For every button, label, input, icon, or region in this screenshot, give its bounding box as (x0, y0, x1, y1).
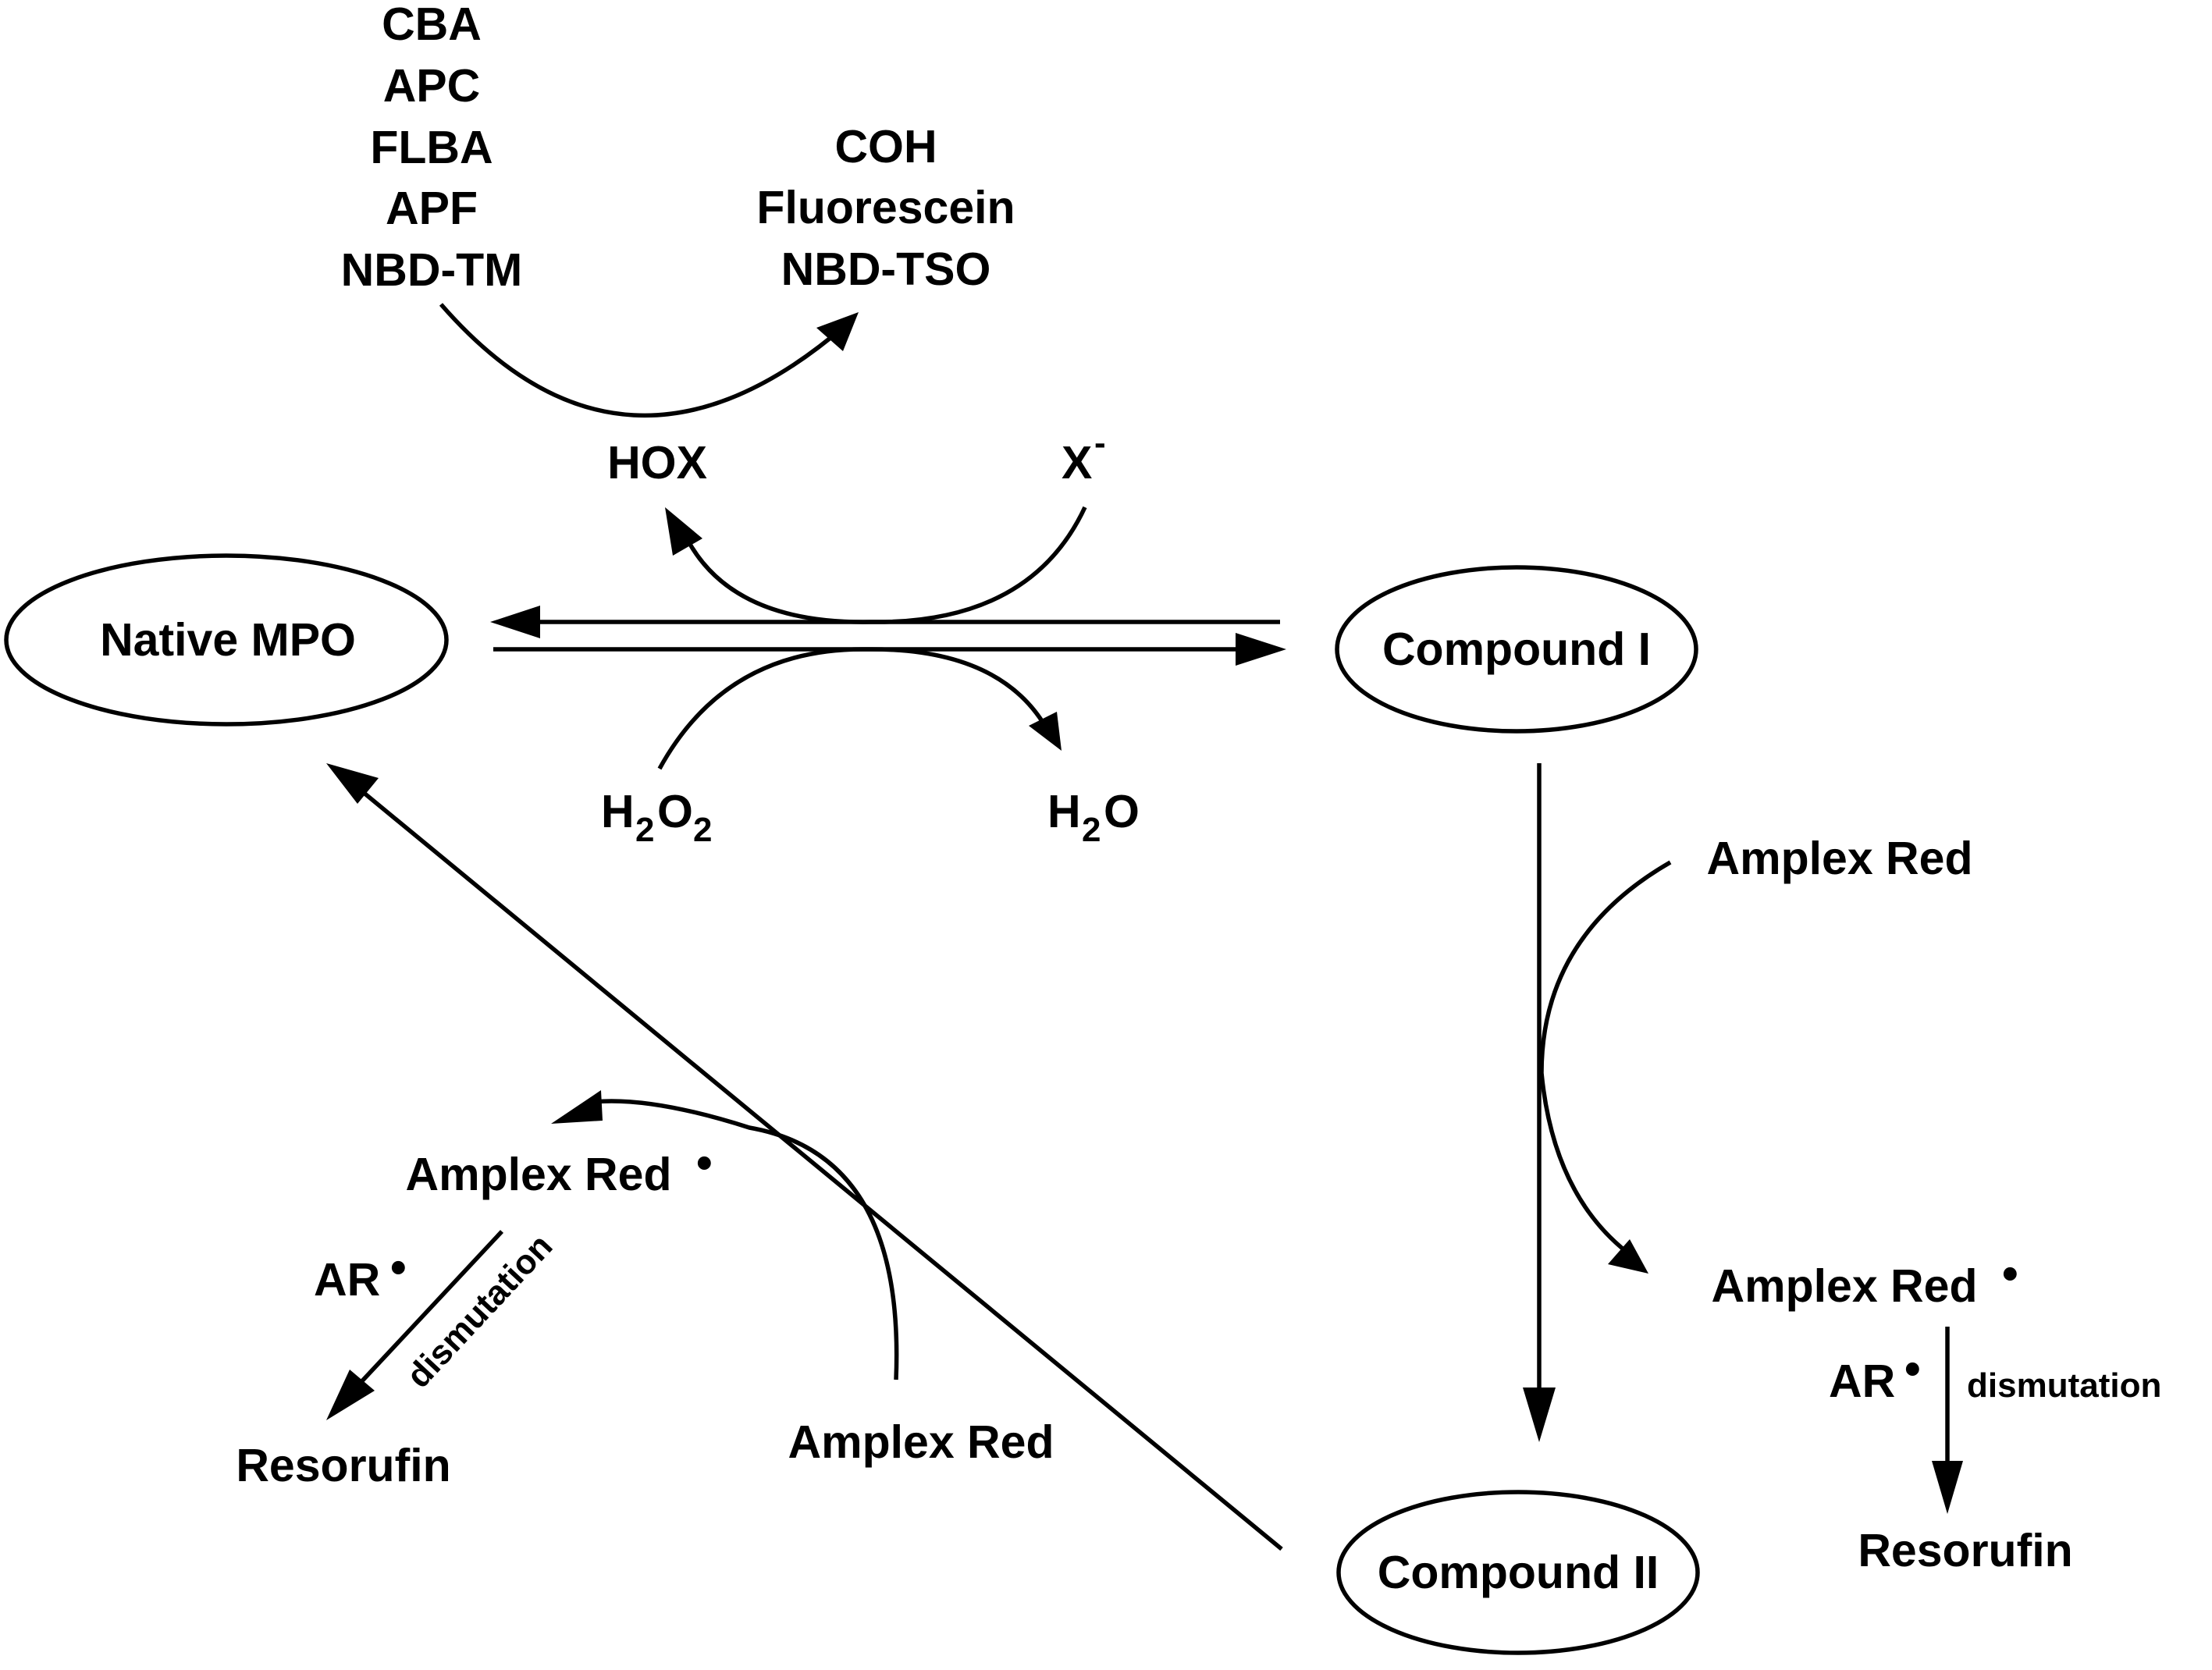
halide-label: X - (1062, 424, 1106, 489)
substrate-nbd-tm: NBD-TM (341, 244, 523, 296)
h2o-label: H 2 O (1047, 786, 1140, 849)
ar-radical-left: AR • (314, 1242, 407, 1306)
substrate-apc: APC (383, 60, 481, 112)
probe-oxidation-arrowhead (816, 312, 859, 351)
h2o2-o: O (657, 786, 693, 837)
probe-oxidation-arrow (439, 303, 846, 418)
dismutation-right-label: dismutation (1967, 1366, 2161, 1405)
h2o2-label: H 2 O 2 (601, 786, 712, 849)
ar-radical-right-dot: • (1904, 1343, 1921, 1395)
amplex-radical-left: Amplex Red • (406, 1137, 713, 1200)
substrate-apf: APF (386, 183, 478, 234)
resorufin-right-label: Resorufin (1858, 1525, 2072, 1576)
product-fluorescein: Fluorescein (756, 182, 1015, 233)
amplex-radical-right: Amplex Red • (1712, 1248, 2018, 1312)
halide-symbol: X (1062, 437, 1092, 489)
amplex-radical-right-dot: • (2002, 1248, 2018, 1299)
amplex-red-left-label: Amplex Red (788, 1416, 1054, 1468)
compound1-label: Compound I (1382, 624, 1651, 675)
product-nbd-tso: NBD-TSO (781, 243, 991, 295)
hox-label: HOX (607, 437, 707, 489)
ar-radical-right: AR • (1829, 1343, 1921, 1407)
amplex-radical-left-label: Amplex Red (406, 1149, 672, 1200)
h2o2-h: H (601, 786, 635, 837)
native-mpo-label: Native MPO (100, 614, 356, 666)
amplex-red-right-curve (1539, 860, 1672, 1255)
dismutation-left-line (355, 1230, 504, 1388)
compound2-oval: Compound II (1336, 1490, 1700, 1655)
ar-radical-left-dot: • (390, 1242, 407, 1293)
substrate-list: CBA APC FLBA APF NBD-TM (341, 0, 523, 296)
resorufin-left-label: Resorufin (236, 1440, 450, 1491)
compound2-to-native-arrowhead (326, 763, 379, 804)
compound1-to-native-arrowhead (490, 606, 540, 638)
product-list: COH Fluorescein NBD-TSO (756, 121, 1015, 295)
substrate-cba: CBA (382, 0, 482, 50)
amplex-red-left-curve (592, 1099, 899, 1380)
amplex-red-right-label: Amplex Red (1707, 833, 1973, 884)
amplex-red-left-arrowhead (551, 1090, 603, 1124)
compound1-to-compound2-arrowhead (1523, 1388, 1556, 1442)
substrate-flba: FLBA (370, 122, 493, 173)
compound2-label: Compound II (1378, 1547, 1659, 1598)
h2o-o: O (1104, 786, 1140, 837)
h2o2-to-h2o-arrowhead (1029, 712, 1062, 751)
halide-to-hox-arrow (681, 506, 1087, 624)
product-coh: COH (834, 121, 937, 172)
h2o2-to-h2o-arrow (657, 647, 1048, 770)
compound2-to-native-line (361, 790, 1283, 1551)
halide-charge: - (1094, 424, 1106, 462)
native-to-compound1-arrowhead (1236, 633, 1286, 666)
h2o-sub: 2 (1082, 811, 1101, 849)
ar-radical-right-label: AR (1829, 1356, 1895, 1407)
halide-to-hox-arrowhead (665, 507, 702, 556)
compound1-oval: Compound I (1335, 565, 1698, 734)
amplex-radical-right-label: Amplex Red (1712, 1260, 1978, 1312)
h2o-h: H (1047, 786, 1081, 837)
ar-radical-left-label: AR (314, 1254, 380, 1306)
h2o2-sub2: 2 (693, 811, 712, 849)
native-mpo-node: Native MPO (4, 553, 449, 727)
h2o2-sub1: 2 (635, 811, 654, 849)
dismutation-left-arrowhead (326, 1370, 375, 1420)
amplex-radical-left-dot: • (696, 1137, 713, 1189)
dismutation-right-arrowhead (1932, 1461, 1963, 1514)
amplex-red-right-arrowhead (1608, 1239, 1648, 1274)
